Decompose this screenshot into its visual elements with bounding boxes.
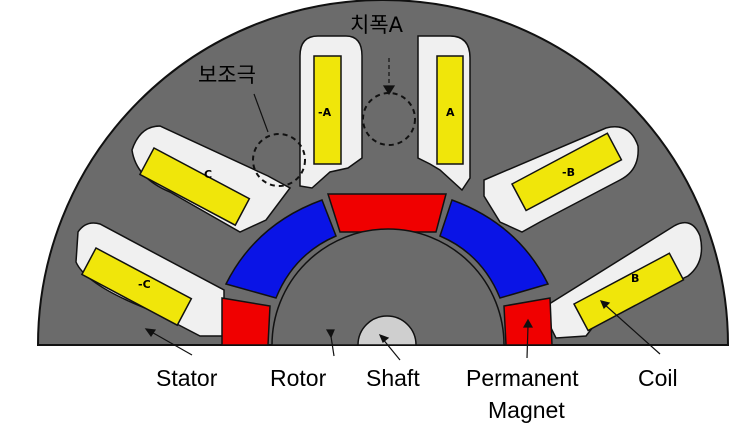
leader-lines <box>144 58 661 361</box>
shaft-label: Shaft <box>366 365 420 391</box>
magnet-leader <box>526 325 529 359</box>
auxiliary-pole-leader <box>253 93 269 133</box>
stator-label: Stator <box>156 365 218 391</box>
shaft-arrow <box>378 333 390 343</box>
coil-c <box>138 146 251 227</box>
stator-body <box>36 0 730 346</box>
magnet-right-blue <box>439 199 550 299</box>
coil-label-neg-b: -B <box>562 166 575 179</box>
stator-leader <box>147 329 193 356</box>
coil-leader <box>603 303 661 355</box>
stator-arrow <box>144 328 157 338</box>
magnet-arrow <box>522 318 534 328</box>
auxiliary-pole-label: 보조극 <box>198 63 256 87</box>
tooth-width-label: 치폭A <box>350 13 404 37</box>
permanent-magnet-label-line1: Permanent <box>466 365 579 391</box>
coil-neg-a <box>313 55 342 165</box>
tooth-width-arrow <box>382 85 396 96</box>
rotor-arrow <box>325 329 335 339</box>
coil-neg-b <box>510 132 623 212</box>
auxiliary-pole-marker <box>252 133 306 187</box>
magnet-left-blue <box>224 199 337 299</box>
magnet-left-red <box>221 297 271 346</box>
coil-b <box>572 252 685 332</box>
rotor-label: Rotor <box>270 365 327 391</box>
permanent-magnet-label-line2: Magnet <box>488 397 565 423</box>
permanent-magnets <box>221 193 553 346</box>
coil-label-c: C <box>204 168 212 181</box>
coil-arrow <box>599 300 611 310</box>
coil-label-neg-c: -C <box>138 278 151 291</box>
rotor-core <box>271 228 505 346</box>
coil-label-b: B <box>631 272 639 285</box>
coil-neg-c <box>80 246 193 327</box>
coil-label: Coil <box>638 365 678 391</box>
shaft <box>357 315 417 346</box>
coil-a <box>436 55 464 165</box>
coil-label-neg-a: -A <box>318 106 332 119</box>
coil-label-a: A <box>446 106 455 119</box>
coils <box>80 55 685 332</box>
magnet-top-red <box>326 193 447 233</box>
shaft-leader <box>381 337 401 361</box>
